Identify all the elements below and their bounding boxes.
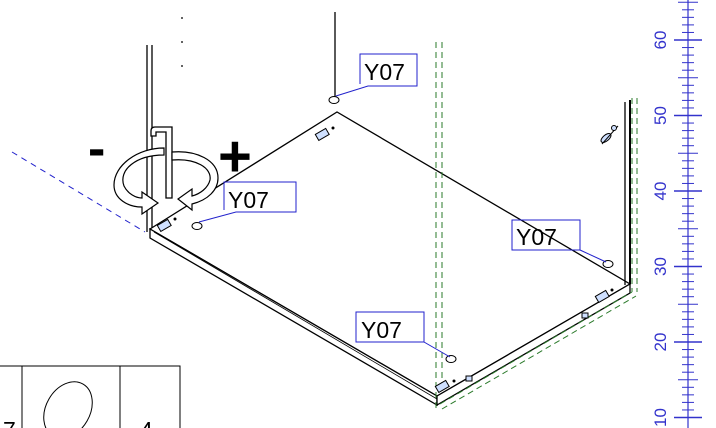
ruler-label: 60 [651, 31, 670, 50]
callout-y07-left: Y07 [198, 181, 297, 223]
callout-label: Y07 [364, 59, 405, 85]
cell-ellipse-icon [43, 381, 93, 428]
callout-y07-right: Y07 [511, 219, 607, 263]
table-fragment [0, 365, 181, 428]
ruler-label: 50 [651, 106, 670, 125]
callout-y07-bottom: Y07 [355, 311, 451, 358]
dot-marks [181, 17, 183, 67]
guide-dash-line [11, 151, 146, 233]
rotate-arrows-icon [113, 147, 219, 216]
screw-holes [173, 126, 614, 383]
hinge-fittings [156, 127, 610, 394]
callout-label: Y07 [516, 224, 557, 250]
ruler-label: 10 [651, 408, 670, 427]
ruler-label: 40 [651, 182, 670, 201]
callout-label: Y07 [228, 187, 269, 213]
ruler-label: 20 [651, 333, 670, 352]
allen-key-icon [150, 126, 173, 199]
right-side-panel [624, 100, 631, 285]
plus-sign: + [218, 124, 252, 189]
callout-y07-top: Y07 [335, 53, 418, 97]
callout-label: Y07 [361, 317, 402, 343]
ruler: 60 50 40 30 20 10 [651, 0, 702, 428]
minus-sign: - [88, 120, 105, 178]
table-cell-left: 7 [3, 417, 16, 428]
green-dashed-lines [435, 42, 638, 410]
ruler-label: 30 [651, 257, 670, 276]
adjustable-foot-icons [191, 96, 614, 363]
table-cell-right: 4 [140, 417, 153, 428]
shelf-pin-icon [600, 125, 619, 145]
